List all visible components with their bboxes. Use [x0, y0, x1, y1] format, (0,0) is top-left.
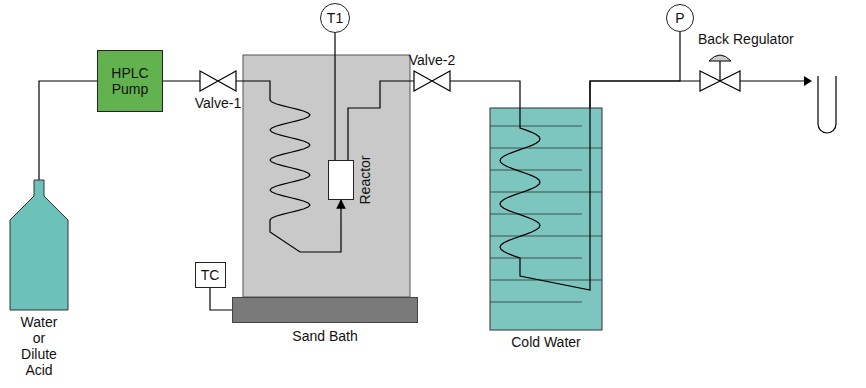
- tank-baffle: [490, 126, 582, 127]
- component-label: Water or Dilute Acid: [13, 314, 65, 378]
- component-label: Back Regulator: [698, 31, 794, 47]
- component-label: Cold Water: [511, 334, 581, 350]
- cooling-coil: [500, 108, 590, 290]
- tank-baffle: [490, 280, 602, 281]
- thermometer-gauge: T1: [320, 3, 350, 33]
- valve-symbol-outline: [414, 71, 450, 91]
- outlet-arrow: [804, 76, 812, 86]
- tank-water: [490, 108, 602, 330]
- regulator-dome: [709, 55, 731, 61]
- pipe-line: [210, 288, 232, 310]
- pipe-line: [590, 81, 700, 108]
- cold-water-tank-outline: [490, 108, 602, 330]
- valve-bowtie: [200, 71, 236, 91]
- valve-bowtie: [700, 71, 740, 91]
- tank-baffle: [490, 236, 602, 237]
- temperature-controller: TC: [195, 262, 226, 288]
- component-label: P: [673, 10, 686, 26]
- pressure-gauge: P: [666, 4, 694, 32]
- reservoir-bottle-outline: [6, 180, 72, 310]
- component-label: Valve-2: [409, 52, 455, 68]
- component-label: Valve-1: [195, 95, 241, 111]
- valve-bowtie: [414, 71, 450, 91]
- valve-symbol: Valve-1: [200, 71, 236, 91]
- pipe-line: [334, 33, 335, 160]
- collection-tube: [818, 76, 836, 133]
- pump-box: HPLC Pump: [97, 50, 163, 112]
- sand-bath: Sand Bath: [232, 297, 418, 323]
- bottle-body: [10, 180, 68, 310]
- component-label: Reactor: [357, 155, 373, 204]
- back-pressure-regulator-outline: [700, 51, 740, 91]
- tank-baffle: [490, 302, 582, 303]
- tank-baffle: [490, 214, 582, 215]
- tank-baffle: [490, 258, 582, 259]
- valve-symbol-outline: [200, 71, 236, 91]
- component-label: Sand Bath: [292, 328, 357, 344]
- pipe-line: [236, 81, 341, 252]
- outlet-line: [740, 80, 806, 81]
- regulator-stem: [719, 60, 720, 81]
- cold-water-tank: Cold Water: [490, 108, 602, 330]
- heater-housing: [243, 55, 410, 297]
- reservoir-bottle: Water or Dilute Acid: [6, 180, 72, 310]
- reactor-box: Reactor: [328, 160, 354, 200]
- pipe-line: [163, 80, 200, 81]
- component-label: HPLC Pump: [98, 65, 162, 97]
- tank-baffle: [490, 170, 582, 171]
- back-pressure-regulator: Back Regulator: [700, 51, 740, 91]
- valve-symbol: Valve-2: [414, 71, 450, 91]
- component-label: TC: [199, 267, 222, 283]
- pipe-line: [590, 32, 680, 108]
- pipe-line: [348, 81, 414, 160]
- component-label: T1: [325, 10, 345, 26]
- pipe-line: [39, 81, 97, 180]
- tank-baffle: [490, 148, 602, 149]
- pipe-line: [450, 81, 520, 108]
- tank-baffle: [490, 192, 602, 193]
